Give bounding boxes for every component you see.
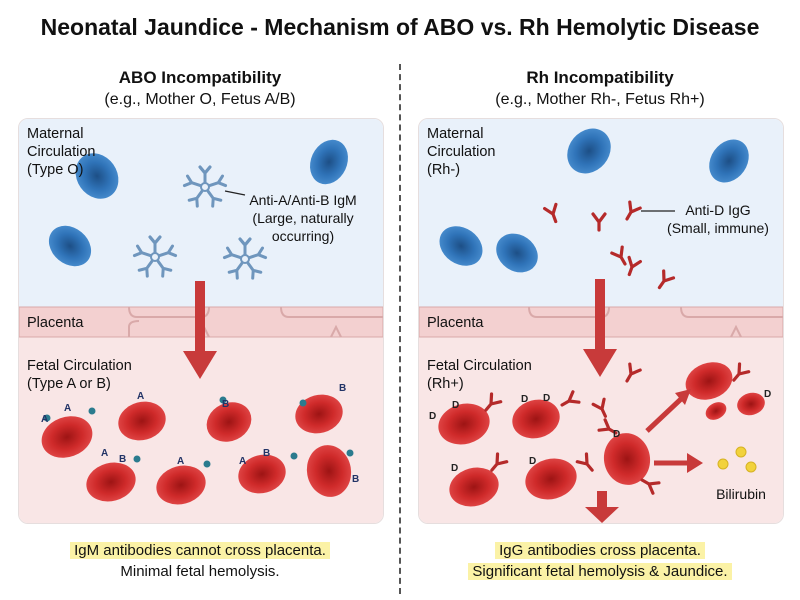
bilirubin-label: Bilirubin: [716, 486, 766, 502]
maternal-rbc: [310, 139, 348, 185]
igg-antibody: [610, 245, 632, 269]
rh-caption-highlight-2: Significant fetal hemolysis & Jaundice.: [468, 563, 732, 580]
fetal-rbc: [438, 403, 490, 445]
abo-illustration: A A A B B A B A A B B: [19, 139, 383, 505]
maternal-rbc: [496, 233, 538, 273]
abo-caption-highlight: IgM antibodies cannot cross placenta.: [70, 542, 330, 559]
antigen-label: D: [764, 389, 771, 400]
fetal-rbc: [603, 433, 651, 485]
fetal-rbc: [41, 416, 93, 458]
abo-caption: IgM antibodies cannot cross placenta. Mi…: [10, 540, 390, 582]
rh-subheading: (e.g., Mother Rh-, Fetus Rh+): [495, 91, 705, 108]
igg-antibody: [591, 212, 607, 232]
rh-fetal-label: Fetal Circulation (Rh+): [427, 358, 532, 392]
maternal-rbc: [75, 153, 119, 199]
fetal-rbc: [737, 392, 765, 416]
abo-maternal-label: Maternal Circulation (Type O): [27, 126, 96, 178]
igg-antibody: [620, 200, 642, 224]
igm-antibody: [184, 167, 225, 206]
maternal-rbc: [567, 128, 611, 174]
rh-illustration: D D D D D D D D: [419, 128, 783, 523]
fetal-rbc: [525, 458, 577, 500]
antigen-label: B: [352, 474, 359, 485]
igg-antibody: [622, 255, 642, 279]
rh-heading: Rh Incompatibility: [526, 68, 674, 87]
maternal-rbc: [709, 139, 749, 183]
antigen-label: D: [429, 411, 436, 422]
rh-header: Rh Incompatibility (e.g., Mother Rh-, Fe…: [410, 68, 790, 109]
antigen-label: D: [613, 429, 620, 440]
panel-divider: [399, 64, 401, 594]
fetal-rbc: [238, 454, 286, 494]
abo-fetal-label: Fetal Circulation (Type A or B): [27, 358, 132, 392]
antigen-label: D: [529, 456, 536, 467]
antigen-label: D: [521, 394, 528, 405]
crossing-arrow: [595, 279, 605, 351]
fetal-rbc-fragment: [705, 402, 727, 420]
fetal-rbc: [206, 402, 252, 442]
diagram-title: Neonatal Jaundice - Mechanism of ABO vs.…: [40, 14, 760, 40]
antigen-label: A: [239, 456, 246, 467]
abo-heading: ABO Incompatibility: [118, 68, 282, 87]
rh-maternal-label: Maternal Circulation (Rh-): [427, 126, 496, 178]
antigen-label: B: [222, 399, 229, 410]
hemolysis-arrow: [645, 397, 683, 433]
fetal-rbc: [512, 399, 560, 439]
rh-caption-highlight: IgG antibodies cross placenta.: [495, 542, 705, 559]
fetal-rbc: [118, 401, 166, 441]
abo-caption-line2: Minimal fetal hemolysis.: [120, 563, 280, 580]
antigen-label: A: [177, 456, 184, 467]
antigen-label: A: [101, 448, 108, 459]
maternal-rbc: [439, 226, 483, 266]
igm-antibody: [134, 237, 175, 276]
blocked-arrow: [195, 281, 205, 353]
fetal-rbc: [156, 465, 206, 505]
antigen-label: B: [263, 448, 270, 459]
fetal-rbc: [86, 462, 136, 502]
antigen-label: A: [64, 403, 71, 414]
antigen-label: A: [137, 391, 144, 402]
antigen-label: A: [41, 414, 48, 425]
antigen-label: D: [451, 463, 458, 474]
antigen-label: B: [119, 454, 126, 465]
bilirubin-dot: [717, 458, 729, 470]
abo-panel: A A A B B A B A A B B Maternal Circulati…: [18, 118, 384, 524]
fetal-rbc: [295, 394, 343, 434]
rh-placenta-label: Placenta: [427, 315, 484, 331]
igg-label: Anti-D IgG (Small, immune): [667, 202, 769, 236]
hemolysis-down-arrow: [597, 491, 607, 509]
antigen-label: D: [543, 393, 550, 404]
abo-subheading: (e.g., Mother O, Fetus A/B): [104, 91, 296, 108]
fetal-rbc: [449, 467, 499, 507]
rh-panel: D D D D D D D D Maternal Circulation (Rh…: [418, 118, 784, 524]
antigen-label: D: [452, 400, 459, 411]
igg-antibody: [652, 269, 676, 293]
rh-caption: IgG antibodies cross placenta. Significa…: [410, 540, 790, 582]
bilirubin-dot: [745, 461, 757, 473]
bilirubin-dot: [735, 446, 747, 458]
fetal-rbc: [306, 445, 352, 497]
antigen-label: B: [339, 383, 346, 394]
igg-antibody: [543, 202, 563, 226]
abo-header: ABO Incompatibility (e.g., Mother O, Fet…: [10, 68, 390, 109]
abo-placenta-label: Placenta: [27, 315, 84, 331]
igm-label: Anti-A/Anti-B IgM (Large, naturally occu…: [249, 192, 357, 244]
fetal-rbc: [685, 362, 733, 400]
maternal-rbc: [48, 225, 92, 267]
